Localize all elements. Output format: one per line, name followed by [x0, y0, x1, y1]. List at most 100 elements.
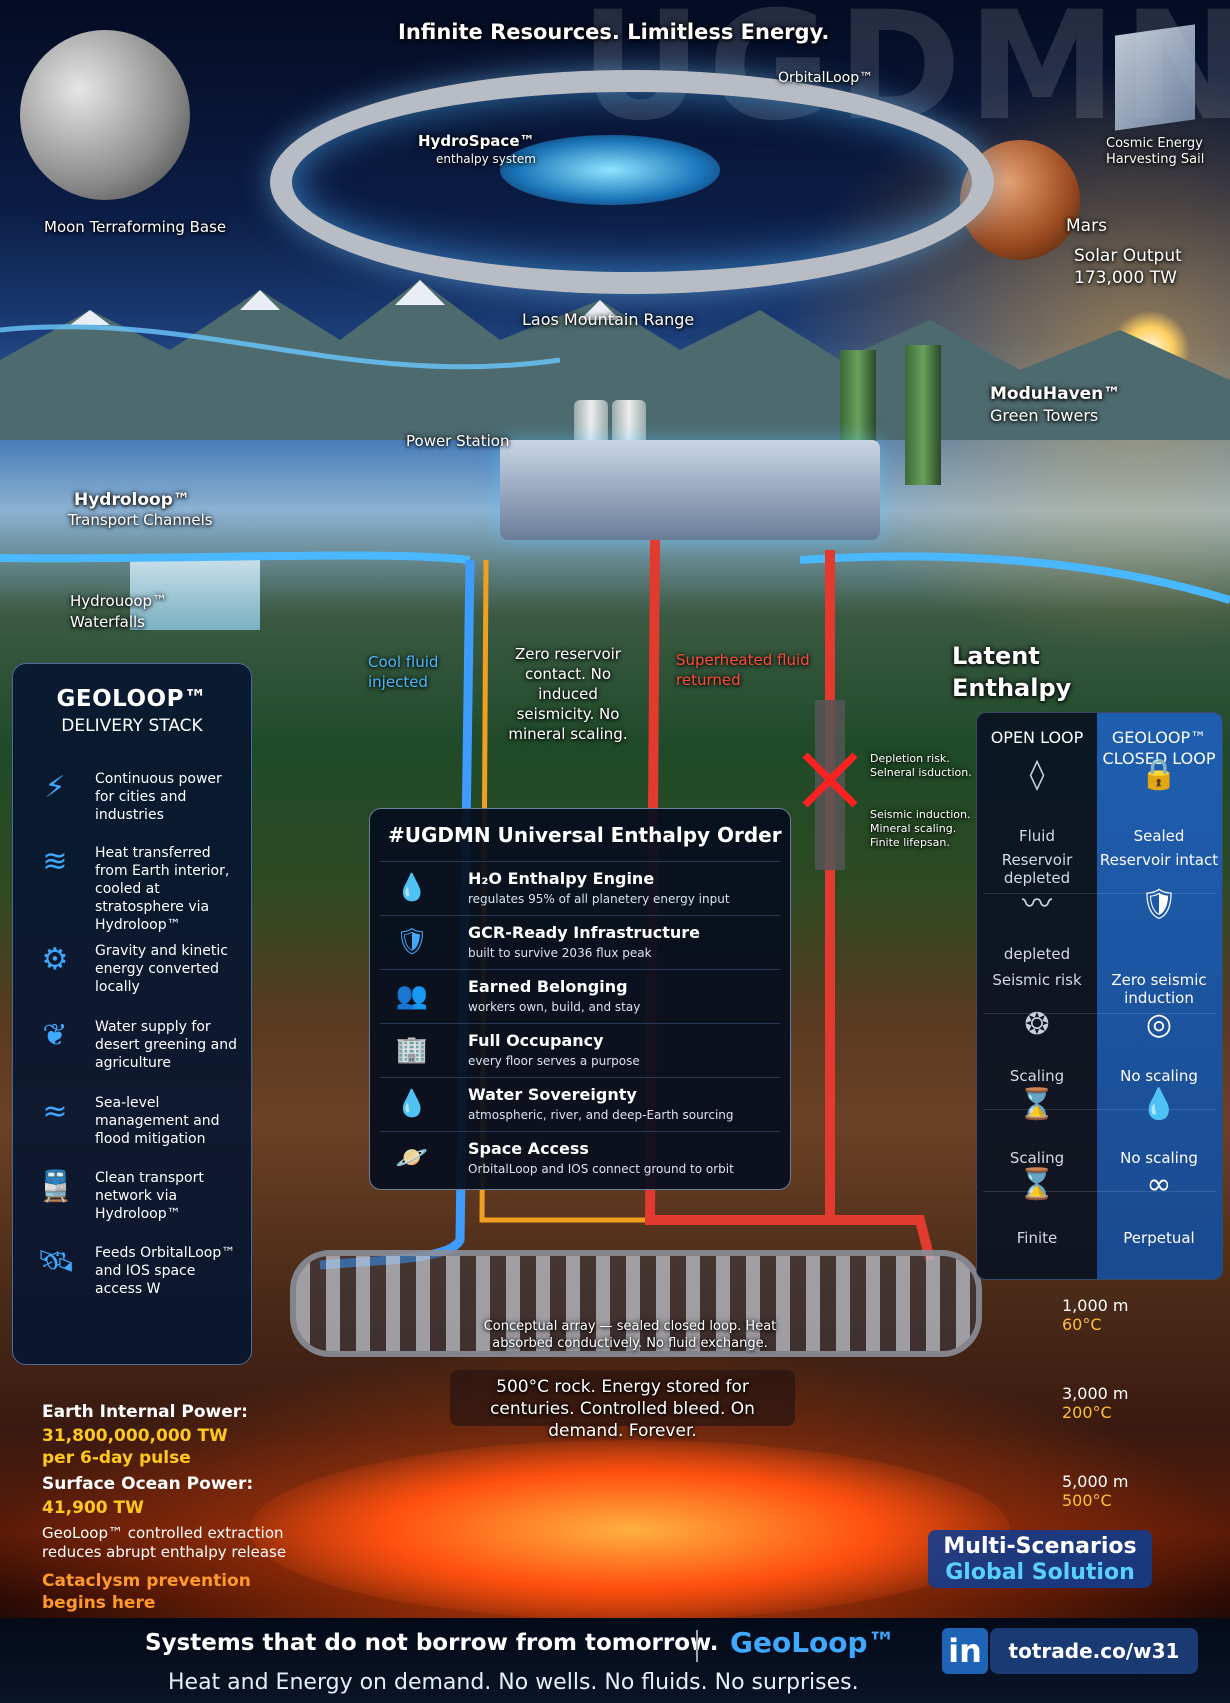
order-row-title: Space Access — [468, 1139, 589, 1158]
hydroloop-label: Hydroloop™ — [74, 490, 190, 510]
array-note: Conceptual array — sealed closed loop. H… — [483, 1319, 777, 1351]
footer-tagline: Systems that do not borrow from tomorrow… — [145, 1630, 719, 1656]
water-drop-icon: 💧 — [395, 1089, 429, 1119]
rings-icon: ◎ — [1145, 1007, 1173, 1042]
moon-base-label: Moon Terraforming Base — [44, 218, 227, 236]
ocean-power-value: 41,900 TW — [42, 1498, 144, 1518]
hourglass-icon: ⌛ — [1018, 1087, 1056, 1122]
order-row-title: GCR-Ready Infrastructure — [468, 923, 700, 942]
waterfalls-label-1: Hydrouoop™ — [70, 592, 168, 610]
delivery-stack-item-text: Water supply for desert greening and agr… — [95, 1019, 237, 1071]
order-title: #UGDMN Universal Enthalpy Order — [388, 823, 782, 847]
order-row-subtitle: built to survive 2036 flux peak — [468, 946, 652, 960]
order-row: 🏢 Full Occupancy every floor serves a purp… — [380, 1023, 780, 1076]
closed-loop-column-bg — [1097, 713, 1222, 1279]
open-loop-cell: Seismic risk — [992, 971, 1082, 989]
order-row: 💧 H₂O Enthalpy Engine regulates 95% of all… — [380, 861, 780, 914]
closed-loop-cell: No scaling — [1120, 1067, 1198, 1085]
planet-icon: 🪐 — [395, 1143, 429, 1173]
latent-enthalpy-label: Latent Enthalpy — [952, 642, 1072, 702]
linkedin-icon[interactable]: in — [942, 1628, 988, 1674]
delivery-stack-item-text: Continuous power for cities and industri… — [95, 771, 222, 823]
footer-brand: GeoLoop™ — [730, 1626, 896, 1659]
delivery-stack-item-text: Heat transferred from Earth interior, co… — [95, 845, 230, 933]
green-towers-label: Green Towers — [990, 406, 1099, 425]
closed-loop-header: GEOLOOP™ CLOSED LOOP — [1102, 728, 1216, 768]
moduhaven-label: ModuHaven™ — [990, 384, 1121, 404]
closed-loop-cell: Perpetual — [1123, 1229, 1195, 1247]
cool-fluid-label: Cool fluid injected — [368, 653, 439, 691]
lock-icon: 🔒 — [1140, 757, 1178, 792]
delivery-stack-item-text: Sea-level management and flood mitigatio… — [95, 1095, 220, 1147]
delivery-stack-subtitle: DELIVERY STACK — [61, 716, 203, 736]
open-loop-cell: Fluid — [1019, 827, 1055, 845]
order-row-subtitle: every floor serves a purpose — [468, 1054, 640, 1068]
order-row-subtitle: OrbitalLoop and IOS connect ground to or… — [468, 1162, 734, 1176]
seismic-note: Seismic induction. Mineral scaling. Fini… — [870, 808, 971, 849]
zero-reservoir-label: Zero reservoir contact. No induced seism… — [508, 645, 628, 743]
delivery-stack-item-text: Clean transport network via Hydroloop™ — [95, 1170, 204, 1222]
order-row: 💧 Water Sovereignty atmospheric, river, an… — [380, 1077, 780, 1130]
multi-line1: Multi-Scenarios — [943, 1534, 1137, 1559]
table-divider — [983, 893, 1216, 894]
order-row-title: Water Sovereignty — [468, 1085, 637, 1104]
people-icon: 👥 — [395, 981, 429, 1011]
order-row-title: Full Occupancy — [468, 1031, 604, 1050]
drop-check-icon: 💧 — [1140, 1087, 1178, 1122]
footer-url-link[interactable]: totrade.co/w31 — [990, 1628, 1198, 1674]
table-divider — [983, 1191, 1216, 1192]
lightning-icon: ⚡ — [44, 770, 66, 805]
solar-output-value: 173,000 TW — [1074, 268, 1177, 288]
hydrospace-label: HydroSpace™ — [418, 132, 535, 150]
rock-note: 500°C rock. Energy stored for centuries.… — [450, 1370, 795, 1441]
depth-temperature: 500°C — [1062, 1491, 1112, 1510]
depth-temperature: 60°C — [1062, 1315, 1102, 1334]
open-loop-cell: Finite — [1016, 1229, 1058, 1247]
order-row-subtitle: regulates 95% of all planetery energy in… — [468, 892, 730, 906]
water-drop-icon: 💧 — [395, 873, 429, 903]
order-row-title: Earned Belonging — [468, 977, 628, 996]
closed-loop-cell: No scaling — [1120, 1149, 1198, 1167]
order-row-subtitle: atmospheric, river, and deep-Earth sourc… — [468, 1108, 734, 1122]
pipe-network-illustration — [0, 539, 1230, 1270]
open-loop-cell: Scaling — [1009, 1149, 1065, 1167]
green-tower — [905, 345, 941, 485]
train-icon: 🚆 — [37, 1169, 75, 1204]
open-loop-cell: Reservoir depleted — [1001, 851, 1073, 887]
solar-output-label: Solar Output — [1074, 246, 1182, 266]
magma-glow-illustration — [250, 1440, 1010, 1620]
enthalpy-order-panel: #UGDMN Universal Enthalpy Order 💧 H₂O Ent… — [369, 808, 791, 1190]
mountain-label: Laos Mountain Range — [522, 310, 695, 329]
crack-icon: 〰 — [1022, 887, 1052, 922]
order-row-title: H₂O Enthalpy Engine — [468, 869, 655, 888]
building-icon: 🏢 — [395, 1035, 429, 1065]
open-loop-cell: depleted — [1003, 945, 1071, 963]
order-row-subtitle: workers own, build, and stay — [468, 1000, 641, 1014]
shield-check-icon: 🛡 — [1139, 887, 1179, 922]
depth-meters: 3,000 m — [1062, 1384, 1129, 1403]
closed-loop-cell: Reservoir intact — [1099, 851, 1219, 869]
order-row: 👥 Earned Belonging workers own, build, and… — [380, 969, 780, 1022]
delivery-stack-panel: GEOLOOP™ DELIVERY STACK ⚡Continuous powe… — [12, 663, 252, 1365]
energy-sail-illustration — [1115, 24, 1195, 131]
open-loop-header: OPEN LOOP — [990, 728, 1084, 747]
cataclysm-cta: Cataclysm prevention begins here — [42, 1571, 251, 1613]
footer-banner: Systems that do not borrow from tomorrow… — [0, 1618, 1230, 1703]
waves-icon: ≈ — [42, 1094, 68, 1129]
open-loop-cell: Scaling — [1009, 1067, 1065, 1085]
multi-line2: Global Solution — [945, 1560, 1135, 1585]
power-station-label: Power Station — [406, 432, 510, 450]
multi-scenarios-badge: Multi-Scenarios Global Solution — [928, 1530, 1152, 1588]
enthalpy-system-label: enthalpy system — [436, 152, 536, 166]
hourglass-icon: ⌛ — [1018, 1167, 1056, 1202]
waterfalls-label-2: Waterfalls — [70, 613, 145, 631]
closed-loop-array-illustration — [290, 1250, 982, 1357]
depth-meters: 5,000 m — [1062, 1472, 1129, 1491]
extraction-note: GeoLoop™ controlled extraction reduces a… — [42, 1524, 287, 1561]
gear-icon: ⚙ — [41, 942, 69, 977]
